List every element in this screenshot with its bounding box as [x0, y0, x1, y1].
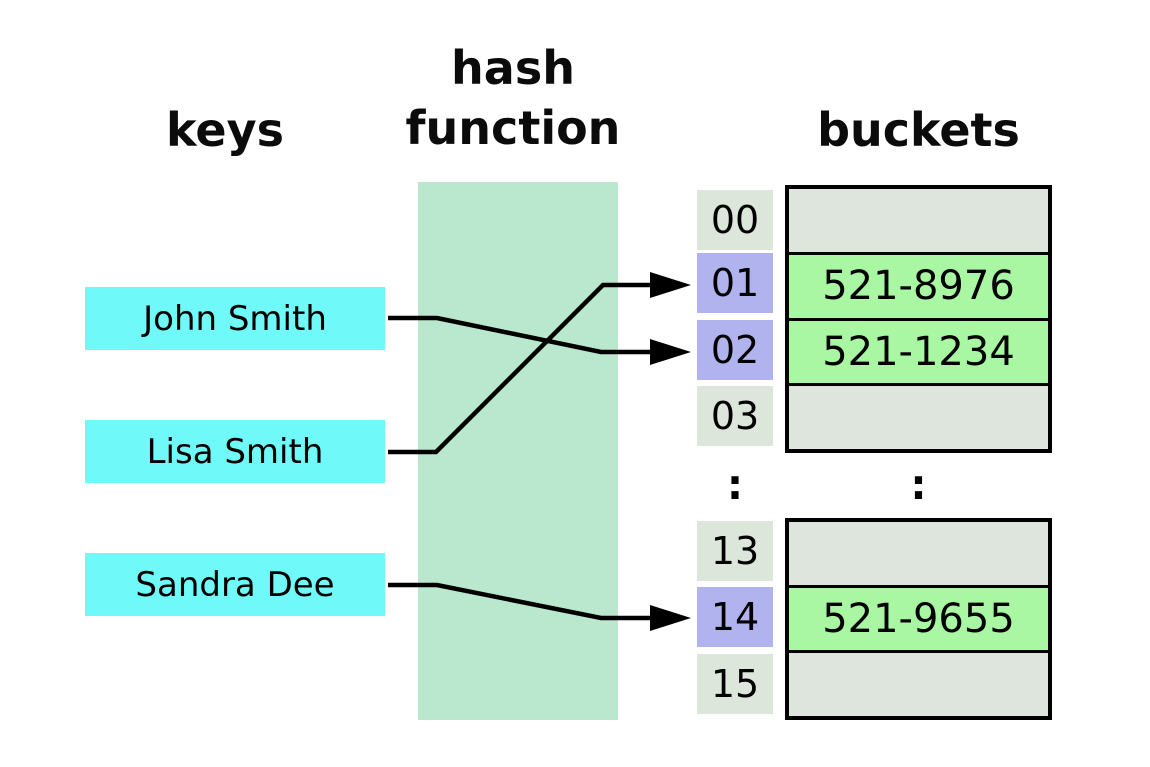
index-ellipsis: : [721, 459, 749, 510]
buckets-header: buckets [817, 103, 1020, 157]
index-cell-00: 00 [697, 190, 773, 250]
keys-header: keys [166, 103, 284, 157]
hash-function-header: hash function [405, 41, 621, 155]
bucket-row-02: 521-1234 [789, 317, 1048, 384]
arrowhead-index-14 [650, 605, 691, 631]
bucket-row-15 [789, 650, 1048, 717]
hash-function-box [418, 182, 618, 720]
key-box-sandra-dee: Sandra Dee [85, 553, 385, 616]
bucket-ellipsis: : [905, 459, 932, 510]
index-cell-02: 02 [697, 320, 773, 380]
index-cell-15: 15 [697, 654, 773, 714]
index-cell-13: 13 [697, 521, 773, 581]
index-cell-14: 14 [697, 587, 773, 647]
bucket-block-bottom: 521-9655 [785, 518, 1052, 720]
index-cell-03: 03 [697, 386, 773, 446]
bucket-block-top: 521-8976 521-1234 [785, 185, 1052, 453]
bucket-row-13 [789, 522, 1048, 585]
index-cell-01: 01 [697, 253, 773, 313]
bucket-row-01: 521-8976 [789, 251, 1048, 318]
key-box-john-smith: John Smith [85, 287, 385, 350]
bucket-row-03 [789, 383, 1048, 449]
bucket-row-14: 521-9655 [789, 584, 1048, 651]
arrowhead-index-02 [650, 339, 691, 365]
arrowhead-index-01 [650, 272, 691, 298]
key-box-lisa-smith: Lisa Smith [85, 420, 385, 483]
bucket-row-00 [789, 189, 1048, 252]
